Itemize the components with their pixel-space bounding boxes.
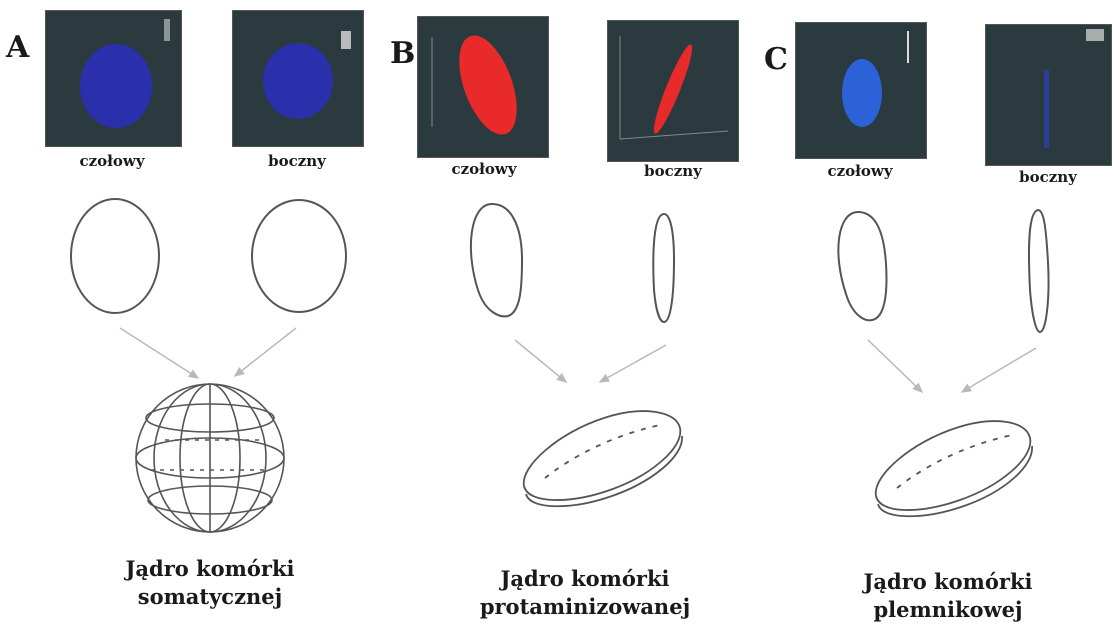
panel-a-sphere-drawing [136, 384, 284, 532]
panel-c-caption-line1: Jądro komórki [848, 568, 1048, 596]
panel-b-frontal-outline [471, 204, 522, 316]
panel-c-arrow-left [868, 340, 922, 392]
panel-a-arrow-left [120, 328, 198, 378]
panel-b-caption: Jądro komórki protaminizowanej [470, 565, 700, 621]
panel-c-arrow-right [962, 348, 1036, 392]
panel-c-caption: Jądro komórki plemnikowej [848, 568, 1048, 624]
panel-a-arrow-right [235, 328, 296, 376]
panel-b-caption-line2: protaminizowanej [470, 593, 700, 621]
panel-b-arrow-left [515, 340, 566, 382]
panel-b-caption-line1: Jądro komórki [470, 565, 700, 593]
panel-a-side-outline [252, 200, 346, 312]
panel-b-flattened-nucleus-drawing [524, 411, 682, 506]
panel-c-side-outline [1029, 210, 1049, 332]
panel-c-frontal-outline [838, 212, 886, 320]
panel-b-side-outline [653, 214, 674, 322]
panel-a-caption-line1: Jądro komórki [110, 555, 310, 583]
panel-a-frontal-outline [71, 199, 159, 313]
panel-b-arrow-right [600, 345, 666, 382]
panel-c-caption-line2: plemnikowej [848, 596, 1048, 624]
panel-a-caption: Jądro komórki somatycznej [110, 555, 310, 611]
panel-c-sperm-nucleus-drawing [876, 421, 1032, 516]
panel-a-caption-line2: somatycznej [110, 583, 310, 611]
